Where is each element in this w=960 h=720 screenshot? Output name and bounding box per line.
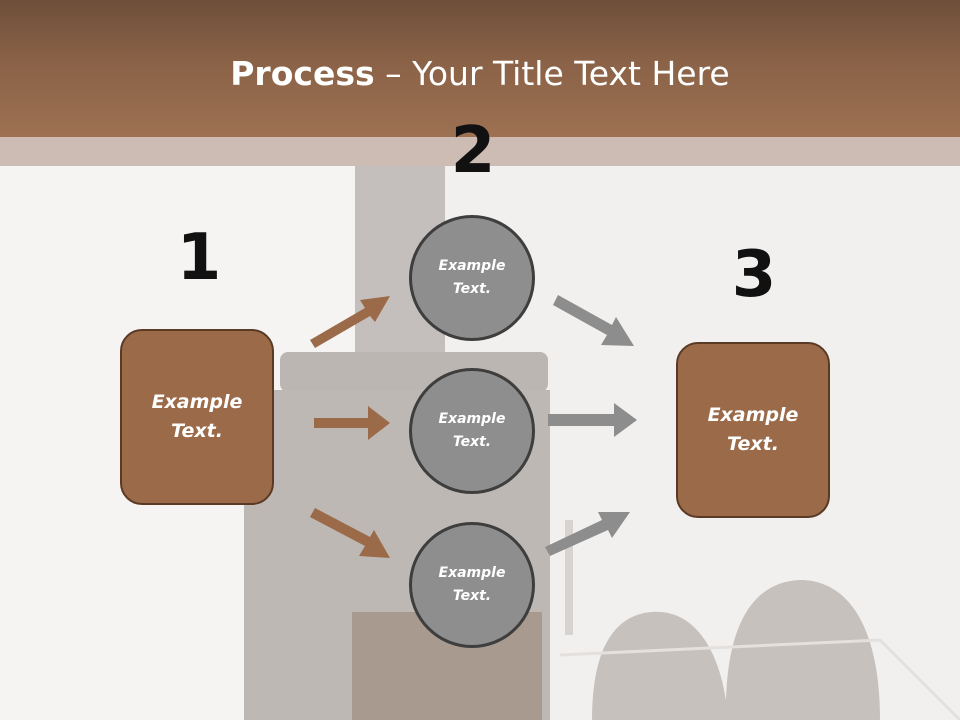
step-number-3: 3 (731, 238, 777, 312)
arrow-from-bottom (545, 512, 630, 556)
arrow-to-bottom (310, 508, 390, 558)
title-bar (0, 0, 960, 137)
step-1-box[interactable]: Example Text. (120, 329, 274, 505)
arrow-to-top (310, 296, 390, 348)
step-3-box[interactable]: Example Text. (676, 342, 830, 518)
arrow-from-top (553, 295, 634, 346)
step-3-text: Example Text. (707, 404, 799, 455)
title-bold: Process (230, 54, 375, 93)
circle-top-text: Example Text. (438, 258, 506, 297)
title-strip (0, 137, 960, 166)
step-number-1: 1 (176, 221, 222, 295)
step-1-text: Example Text. (151, 391, 243, 442)
circle-middle-text: Example Text. (438, 411, 506, 450)
arrow-to-middle (314, 406, 390, 440)
arrow-from-middle (548, 403, 637, 437)
step-2-circle-middle[interactable]: Example Text. (409, 368, 535, 494)
step-2-circle-bottom[interactable]: Example Text. (409, 522, 535, 648)
circle-bottom-text: Example Text. (438, 565, 506, 604)
step-number-2: 2 (450, 114, 496, 188)
slide-title: Process – Your Title Text Here (0, 52, 960, 96)
title-rest: – Your Title Text Here (374, 54, 730, 93)
step-2-circle-top[interactable]: Example Text. (409, 215, 535, 341)
